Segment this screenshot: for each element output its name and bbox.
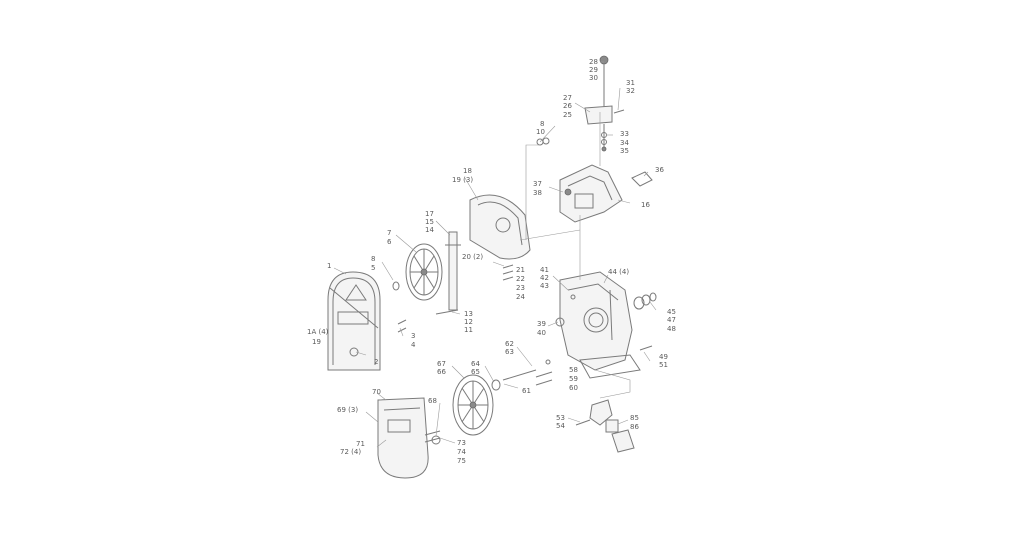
label-29: 29 xyxy=(589,66,598,74)
label-25: 25 xyxy=(563,111,572,119)
label-36: 36 xyxy=(655,166,664,174)
label-24: 24 xyxy=(516,293,525,301)
tension-assembly xyxy=(584,55,613,152)
label-60: 60 xyxy=(569,384,578,392)
part-labels: 1 1A (4) 19 2 3 4 5 8 6 7 14 15 17 20 (2… xyxy=(307,58,676,465)
label-35: 35 xyxy=(620,147,629,155)
label-22: 22 xyxy=(516,275,525,283)
label-44: 44 (4) xyxy=(608,268,629,276)
label-18: 18 xyxy=(463,167,472,175)
label-leaders xyxy=(333,61,657,448)
label-30: 30 xyxy=(589,74,598,82)
label-73: 73 xyxy=(457,439,466,447)
label-1a: 1A (4) xyxy=(307,328,329,336)
label-14: 14 xyxy=(425,226,434,234)
label-42: 42 xyxy=(540,274,549,282)
label-17: 17 xyxy=(425,210,434,218)
blade-guide-bar xyxy=(445,231,461,311)
label-15: 15 xyxy=(425,218,434,226)
label-40: 40 xyxy=(537,329,546,337)
label-74: 74 xyxy=(457,448,466,456)
label-3: 3 xyxy=(411,332,415,340)
pulleys xyxy=(589,399,635,453)
label-48: 48 xyxy=(667,325,676,333)
label-71: 71 xyxy=(356,440,365,448)
label-28: 28 xyxy=(589,58,598,66)
label-49: 49 xyxy=(659,353,668,361)
label-67: 67 xyxy=(437,360,446,368)
label-53: 53 xyxy=(556,414,565,422)
label-8-upper: 8 xyxy=(540,120,544,128)
label-33: 33 xyxy=(620,130,629,138)
label-38: 38 xyxy=(533,189,542,197)
lower-wheel xyxy=(452,374,494,436)
upper-wheel xyxy=(405,243,443,301)
label-37: 37 xyxy=(533,180,542,188)
label-62: 62 xyxy=(505,340,514,348)
label-7: 7 xyxy=(387,229,391,237)
label-66: 66 xyxy=(437,368,446,376)
label-21: 21 xyxy=(516,266,525,274)
label-61: 61 xyxy=(522,387,531,395)
label-54: 54 xyxy=(556,422,565,430)
alignment-lines xyxy=(519,112,631,399)
label-10: 10 xyxy=(536,128,545,136)
label-41: 41 xyxy=(540,266,549,274)
label-11: 11 xyxy=(464,326,473,334)
label-72: 72 (4) xyxy=(340,448,361,456)
label-26: 26 xyxy=(563,102,572,110)
label-13: 13 xyxy=(464,310,473,318)
label-23: 23 xyxy=(516,284,525,292)
label-59: 59 xyxy=(569,375,578,383)
label-12: 12 xyxy=(464,318,473,326)
label-43: 43 xyxy=(540,282,549,290)
label-32: 32 xyxy=(626,87,635,95)
upper-wheel-housing xyxy=(469,194,531,260)
label-16: 16 xyxy=(641,201,650,209)
label-6: 6 xyxy=(387,238,392,246)
label-2: 2 xyxy=(374,358,378,366)
lower-guard xyxy=(377,397,429,479)
label-31: 31 xyxy=(626,79,635,87)
label-19-lower: 19 xyxy=(312,338,321,346)
label-1: 1 xyxy=(327,262,331,270)
label-64: 64 xyxy=(471,360,480,368)
label-4: 4 xyxy=(411,341,416,349)
label-85: 85 xyxy=(630,414,639,422)
label-45: 45 xyxy=(667,308,676,316)
upper-frame xyxy=(559,164,653,223)
shafts-and-bolts xyxy=(397,109,653,443)
label-39: 39 xyxy=(537,320,546,328)
label-51: 51 xyxy=(659,361,668,369)
label-63: 63 xyxy=(505,348,514,356)
label-20: 20 (2) xyxy=(462,253,483,261)
label-69: 69 (3) xyxy=(337,406,358,414)
label-65: 65 xyxy=(471,368,480,376)
label-68: 68 xyxy=(428,397,437,405)
label-47: 47 xyxy=(667,316,676,324)
label-86: 86 xyxy=(630,423,639,431)
label-27: 27 xyxy=(563,94,572,102)
label-58: 58 xyxy=(569,366,578,374)
label-70: 70 xyxy=(372,388,381,396)
label-34: 34 xyxy=(620,139,629,147)
label-5: 5 xyxy=(371,264,375,272)
main-frame xyxy=(559,271,641,379)
label-8-left: 8 xyxy=(371,255,375,263)
lower-wheel-cover xyxy=(327,271,381,371)
label-19-upper: 19 (3) xyxy=(452,176,473,184)
label-75: 75 xyxy=(457,457,466,465)
